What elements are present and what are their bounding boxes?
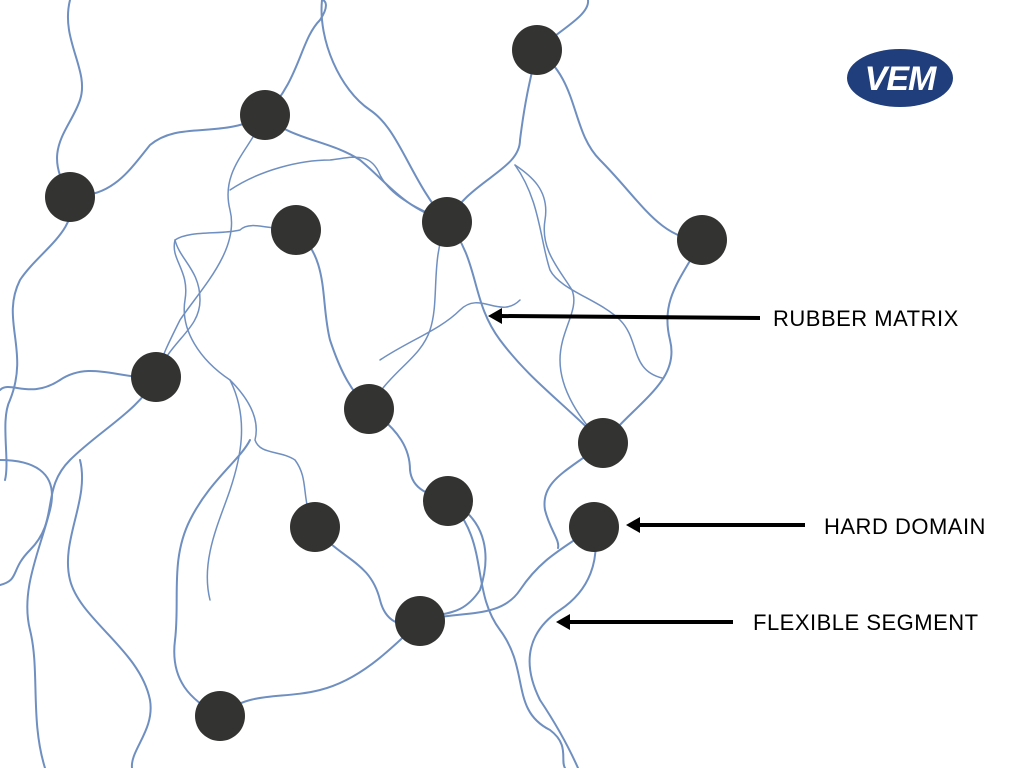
- chain-segment: [155, 239, 201, 378]
- chain-segment: [368, 221, 448, 410]
- logo-text: VEM: [865, 60, 937, 98]
- chain-segment: [528, 526, 597, 768]
- chain-segment: [4, 194, 73, 481]
- chain-segment: [295, 229, 370, 410]
- chain-segment: [536, 49, 703, 241]
- chain-segment: [320, 0, 448, 223]
- chain-segment: [0, 459, 53, 768]
- chain-segment: [419, 526, 595, 622]
- rubber-matrix-arrow: [488, 308, 761, 324]
- chain-segment: [543, 442, 604, 549]
- chain-segment: [514, 164, 604, 444]
- flexible-segment-label: FLEXIBLE SEGMENT: [753, 610, 979, 635]
- hard-domain-node: [578, 418, 628, 468]
- hard-domain-node: [195, 691, 245, 741]
- flexible-segments: [0, 0, 703, 768]
- chain-segment: [602, 239, 703, 444]
- rubber-matrix-label: RUBBER MATRIX: [773, 306, 959, 331]
- chain-segment: [56, 0, 83, 196]
- hard-domain-node: [569, 502, 619, 552]
- chain-segment: [229, 156, 448, 223]
- chain-segment: [446, 49, 538, 223]
- hard-domain-node: [271, 205, 321, 255]
- chain-segment: [446, 221, 604, 444]
- hard-domain-arrow: [626, 517, 805, 533]
- chain-segment: [173, 439, 251, 717]
- chain-segment: [514, 164, 663, 379]
- flexible-segment-arrow: [556, 614, 733, 630]
- chain-segment: [155, 114, 266, 378]
- hard-domain-node: [131, 352, 181, 402]
- vem-logo: VEM: [847, 49, 953, 107]
- chain-segment: [66, 459, 152, 768]
- chain-segment: [206, 379, 243, 601]
- chain-segment: [264, 0, 327, 116]
- hard-domain-node: [240, 90, 290, 140]
- hard-domain-node: [677, 215, 727, 265]
- hard-domain-node: [512, 25, 562, 75]
- hard-domain-node: [45, 172, 95, 222]
- hard-domain-node: [422, 197, 472, 247]
- chain-segment: [173, 224, 316, 528]
- chain-segment: [379, 299, 521, 361]
- chain-segment: [69, 114, 266, 197]
- chain-segment: [0, 370, 157, 391]
- chain-segment: [219, 620, 421, 717]
- chain-segment: [447, 499, 566, 768]
- hard-domain-node: [423, 476, 473, 526]
- hard-domain-node: [344, 384, 394, 434]
- hard-domain-node: [290, 502, 340, 552]
- hard-domains: [45, 25, 727, 741]
- hard-domain-label: HARD DOMAIN: [824, 514, 986, 539]
- chain-segment: [0, 376, 157, 586]
- hard-domain-node: [395, 596, 445, 646]
